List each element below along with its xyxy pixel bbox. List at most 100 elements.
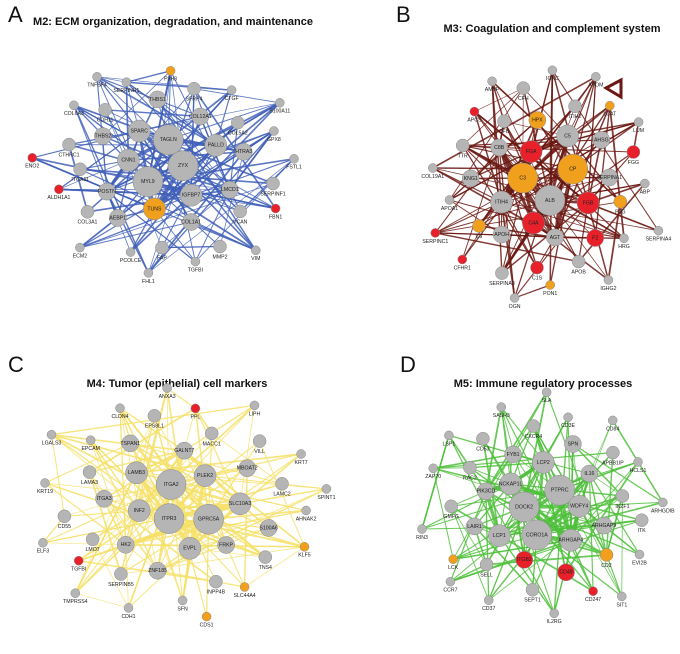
network-edge (157, 570, 245, 588)
network-edge (450, 506, 490, 601)
node-circle (547, 65, 558, 76)
network-edge (546, 391, 623, 597)
network-edge (78, 559, 217, 583)
node-circle (125, 461, 148, 485)
network-edge (79, 221, 192, 249)
node-circle (567, 494, 591, 518)
node-cd3e: CD3E (561, 412, 576, 429)
node-wdfy4: WDFY4 (567, 494, 591, 518)
network-edge (588, 473, 641, 555)
node-htra3: HTRA3 (234, 143, 253, 161)
node-circle (178, 537, 202, 560)
network-edge (73, 104, 184, 167)
node-circle (444, 499, 458, 514)
network-edge (551, 70, 659, 231)
node-circle (123, 603, 134, 613)
node-label: INF2 (134, 508, 145, 514)
node-circle (626, 145, 641, 159)
node-label: COL12A1 (189, 114, 212, 120)
node-eno2: ENO2 (25, 153, 39, 170)
node-circle (522, 211, 545, 235)
node-label: HPX (532, 117, 543, 123)
node-layer: DOCK2PTPRCCORO1ANCKAP1LWDFY4LCP1LCP2ARHG… (416, 387, 675, 625)
node-label: C1S (532, 275, 543, 281)
node-label: IGHG2 (600, 286, 616, 292)
node-circle (95, 490, 113, 508)
network-edge (90, 439, 140, 512)
node-label: CCR7 (443, 588, 457, 594)
node-circle (507, 162, 538, 194)
node-label: CD37 (482, 606, 495, 612)
network-edge (78, 510, 140, 561)
network-edge (588, 473, 608, 556)
network-edge (44, 482, 241, 505)
node-label: LMO7 (86, 547, 100, 553)
node-label: GMFG (443, 514, 459, 520)
node-label: ENO2 (25, 164, 39, 170)
node-label: SERPINB5 (108, 582, 134, 588)
node-eps8l1: EPS8L1 (145, 409, 164, 430)
node-circle (98, 103, 112, 117)
node-il16: IL16 (580, 464, 599, 483)
node-igkc: IGKC (546, 65, 559, 82)
network-edge (491, 81, 505, 122)
network-edge (125, 440, 260, 546)
network-edge (205, 475, 327, 490)
node-sparc: SPARC (128, 119, 151, 143)
node-circle (525, 583, 540, 597)
node-circle (544, 474, 575, 506)
node-label: ABP (640, 189, 651, 195)
node-circle (62, 137, 76, 152)
node-label: COL6A3 (64, 111, 84, 117)
network-edge (239, 405, 255, 504)
node-circle (117, 149, 140, 172)
node-label: CTHRC1 (58, 152, 79, 158)
node-label: SERPINA4 (646, 237, 672, 243)
node-circle (488, 524, 511, 547)
node-evpl: EVPL (178, 537, 202, 560)
node-circle (121, 77, 132, 87)
node-circle (167, 150, 199, 182)
node-zyx: ZYX (167, 150, 199, 182)
node-serpina4: SERPINA4 (646, 225, 672, 243)
network-edge (473, 525, 534, 591)
node-sla: SLA (542, 387, 552, 404)
node-apbb1ip: APBB1IP (602, 445, 624, 466)
node-circle (234, 143, 253, 161)
node-circle (588, 586, 598, 596)
node-cfb: CFB (497, 114, 511, 135)
network-edge (96, 76, 232, 91)
node-circle (80, 205, 95, 219)
panel-b-letter: B (396, 2, 411, 27)
network-edge (474, 87, 524, 112)
network-edge (194, 408, 241, 505)
node-circle (226, 85, 237, 95)
node-label: CP (569, 166, 577, 172)
node-label: COL1A1 (181, 219, 201, 225)
node-circle (92, 72, 102, 82)
node-label: EVI2B (632, 560, 647, 566)
node-cfhr1: CFHR1 (454, 254, 471, 271)
network-edge (208, 440, 261, 520)
node-label: CDH1 (121, 614, 135, 620)
network-edge (106, 191, 150, 274)
node-sash3: SASH3 (493, 402, 510, 419)
node-liph: LIPH (249, 400, 261, 417)
node-circle (504, 445, 522, 464)
node-label: COL3A1 (78, 220, 98, 226)
network-edge (74, 405, 255, 594)
node-label: MBOAT2 (237, 466, 258, 472)
node-gmfg: GMFG (443, 499, 459, 520)
node-alb: ALB (534, 185, 566, 216)
node-circle (155, 240, 169, 255)
triangle-motif (602, 77, 623, 100)
node-circle (499, 472, 522, 496)
node-circle (534, 185, 566, 216)
node-cdh11: CDH11 (97, 103, 114, 124)
node-gpx8: GPX8 (267, 126, 281, 143)
node-label: HTRA3 (235, 149, 252, 155)
node-circle (532, 451, 555, 474)
node-circle (428, 463, 438, 474)
node-circle (586, 229, 604, 247)
node-lamc2: LAMC2 (273, 477, 291, 498)
